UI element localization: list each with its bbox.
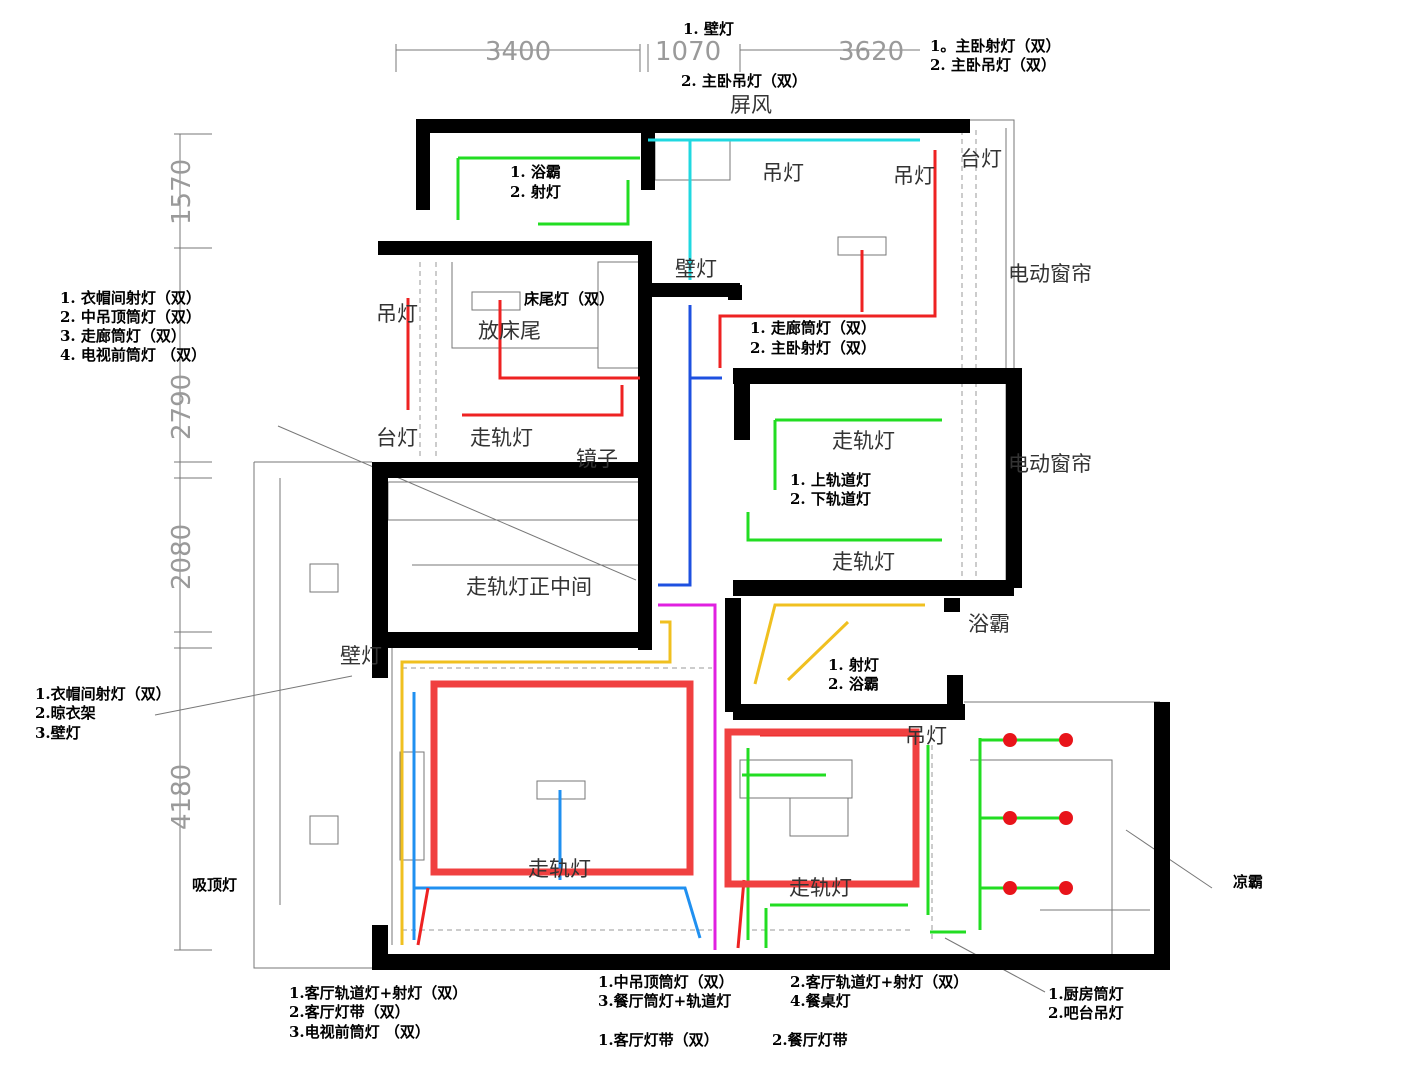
light-point-icon [1003, 881, 1017, 895]
label-pendant: 吊灯 [893, 164, 935, 188]
fixture-icon [471, 291, 521, 311]
label-bed-end: 放床尾 [478, 319, 541, 343]
label-table-lamp: 台灯 [376, 426, 418, 450]
label-pendant: 吊灯 [762, 161, 804, 185]
label-track: 走轨灯 [832, 429, 895, 453]
label-track: 走轨灯 [470, 426, 533, 450]
light-point-icon [1059, 811, 1073, 825]
light-point-icon [1059, 733, 1073, 747]
interior-lines [154, 119, 1213, 993]
dim-3620: 3620 [838, 37, 904, 67]
label-mirror: 镜子 [576, 447, 618, 471]
label-bath-heater: 浴霸 [968, 612, 1010, 636]
dim-3400: 3400 [485, 37, 551, 67]
dim-2080: 2080 [167, 524, 197, 590]
dim-1070: 1070 [655, 37, 721, 67]
note-line: 3. 走廊筒灯（双） [60, 327, 186, 345]
note-line: 1. 走廊筒灯（双） [750, 319, 876, 337]
label-curtain: 电动窗帘 [1008, 452, 1092, 476]
dimension-labels: 3400 1070 3620 1570 2790 2080 4180 [167, 37, 904, 830]
note-line: 2.吧台吊灯 [1048, 1004, 1124, 1022]
note-line: 2.晾衣架 [35, 704, 96, 722]
note-line: 1. 衣帽间射灯（双） [60, 289, 201, 307]
note-line: 1. 壁灯 [683, 20, 734, 38]
label-wall-lamp: 壁灯 [340, 644, 382, 668]
note-line: 1. 射灯 [828, 656, 879, 674]
label-track-center: 走轨灯正中间 [466, 575, 592, 599]
dim-1570: 1570 [167, 159, 197, 225]
note-line: 1. 上轨道灯 [790, 471, 871, 489]
label-cool-fan: 凉霸 [1233, 873, 1263, 891]
note-line: 1. 浴霸 [510, 163, 561, 181]
label-wall-lamp: 壁灯 [675, 257, 717, 281]
label-pendant: 吊灯 [376, 302, 418, 326]
note-line: 2. 射灯 [510, 183, 561, 201]
dimension-lines [174, 44, 920, 951]
label-bed-end-lamp: 床尾灯（双） [524, 290, 614, 308]
pendant-markers [1003, 733, 1073, 895]
note-line: 1.衣帽间射灯（双） [35, 685, 171, 703]
ceiling-fan-icon [309, 563, 339, 593]
note-line: 3.壁灯 [35, 724, 81, 742]
note-line: 2. 主卧吊灯（双） [930, 56, 1056, 74]
note-line: 1.中吊顶筒灯（双） [598, 973, 734, 991]
label-screen: 屏风 [730, 93, 772, 117]
dim-4180: 4180 [167, 764, 197, 830]
note-line: 2. 主卧吊灯（双） [681, 72, 807, 90]
note-line: 2.客厅灯带（双） [289, 1003, 410, 1021]
ceiling-fan-icon [309, 815, 339, 845]
note-line: 1.厨房筒灯 [1048, 985, 1124, 1003]
label-track: 走轨灯 [832, 550, 895, 574]
wiring [400, 138, 1066, 950]
walls [372, 119, 1170, 970]
dim-2790: 2790 [167, 374, 197, 440]
light-point-icon [1059, 881, 1073, 895]
room-labels: 屏风 吊灯 吊灯 台灯 壁灯 电动窗帘 电动窗帘 吊灯 放床尾 床尾灯（双） 台… [192, 93, 1263, 900]
note-line: 1。主卧射灯（双） [930, 37, 1060, 55]
note-line: 2. 中吊顶筒灯（双） [60, 308, 201, 326]
label-curtain: 电动窗帘 [1008, 262, 1092, 286]
note-line: 2. 下轨道灯 [790, 490, 871, 508]
label-table-lamp: 台灯 [960, 147, 1002, 171]
note-line: 1.客厅轨道灯+射灯（双） [289, 984, 467, 1002]
note-line: 4. 电视前筒灯 （双） [60, 346, 206, 364]
switch-notes: 1. 壁灯 2. 主卧吊灯（双） 1。主卧射灯（双） 2. 主卧吊灯（双） 1.… [35, 20, 1124, 1049]
label-pendant: 吊灯 [905, 724, 947, 748]
note-line: 3.电视前筒灯 （双） [289, 1023, 430, 1041]
note-line: 2.餐厅灯带 [772, 1031, 848, 1049]
light-point-icon [1003, 733, 1017, 747]
note-line: 2. 主卧射灯（双） [750, 339, 876, 357]
light-point-icon [1003, 811, 1017, 825]
note-line: 4.餐桌灯 [790, 992, 851, 1010]
note-line: 1.客厅灯带（双） [598, 1031, 719, 1049]
note-line: 2. 浴霸 [828, 675, 879, 693]
note-line: 3.餐厅筒灯+轨道灯 [598, 992, 731, 1010]
label-track: 走轨灯 [789, 876, 852, 900]
note-line: 2.客厅轨道灯+射灯（双） [790, 973, 968, 991]
label-ceiling-lamp: 吸顶灯 [192, 876, 237, 894]
label-track: 走轨灯 [528, 857, 591, 881]
